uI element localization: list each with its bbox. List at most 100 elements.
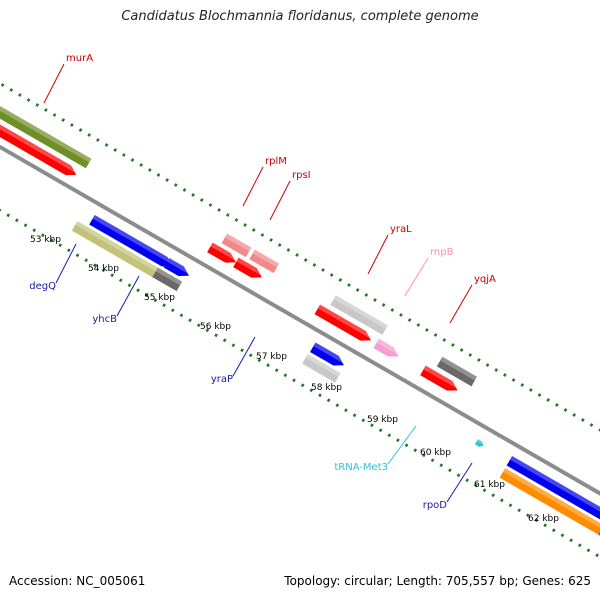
gene-feature[interactable] bbox=[89, 214, 176, 271]
gene-label-rpod[interactable]: rpoD bbox=[423, 462, 473, 511]
gene-feature[interactable] bbox=[436, 356, 477, 387]
gene-name[interactable]: rpoD bbox=[423, 500, 448, 511]
gene-feature[interactable] bbox=[0, 96, 92, 169]
gene-feature[interactable] bbox=[330, 295, 388, 335]
gene-label-trna-met3[interactable]: tRNA-Met3 bbox=[334, 425, 417, 473]
gene-feature[interactable] bbox=[314, 304, 374, 346]
gene-feature[interactable] bbox=[302, 354, 341, 383]
gene-feature-body[interactable] bbox=[330, 295, 388, 335]
track-dot bbox=[23, 223, 28, 228]
gene-feature[interactable] bbox=[221, 233, 252, 258]
track-dot bbox=[173, 183, 178, 187]
track-dot bbox=[292, 378, 296, 383]
gene-feature-body[interactable] bbox=[302, 354, 341, 383]
track-dot bbox=[240, 348, 244, 353]
track-dot bbox=[26, 98, 31, 102]
gene-feature-body[interactable] bbox=[474, 439, 485, 448]
gene-name[interactable]: degQ bbox=[29, 281, 56, 292]
track-dot bbox=[191, 193, 195, 197]
gene-feature-body[interactable] bbox=[163, 257, 192, 281]
gene-label-yral[interactable]: yraL bbox=[367, 224, 412, 275]
gene-feature-body[interactable] bbox=[373, 338, 401, 362]
track-dot bbox=[269, 238, 273, 242]
gene-leader-line bbox=[269, 180, 291, 221]
gene-label-yhcb[interactable]: yhcB bbox=[92, 275, 140, 325]
gene-name[interactable]: rnpB bbox=[430, 247, 454, 258]
gene-feature-body[interactable] bbox=[420, 365, 460, 396]
gene-feature-body[interactable] bbox=[506, 455, 600, 525]
gene-label-yqja[interactable]: yqjA bbox=[449, 274, 496, 324]
gene-feature[interactable] bbox=[420, 365, 461, 396]
track-dot bbox=[503, 373, 507, 377]
gene-feature-body[interactable] bbox=[152, 267, 183, 292]
gene-label-rnpb[interactable]: rnpB bbox=[404, 247, 454, 297]
track-dot bbox=[422, 453, 426, 458]
track-dot bbox=[130, 158, 135, 162]
gene-feature[interactable] bbox=[499, 468, 600, 538]
gene-feature-highlight bbox=[503, 468, 600, 532]
gene-feature-body[interactable] bbox=[0, 115, 79, 180]
gene-feature[interactable] bbox=[163, 257, 192, 281]
track-dot bbox=[188, 318, 192, 323]
gene-label-yrap[interactable]: yraP bbox=[211, 336, 256, 385]
track-dot bbox=[18, 93, 22, 97]
gene-feature-body[interactable] bbox=[71, 221, 163, 280]
gene-feature[interactable] bbox=[0, 115, 80, 180]
track-dot bbox=[6, 213, 11, 218]
track-dot bbox=[0, 83, 5, 87]
gene-feature-highlight bbox=[224, 233, 252, 252]
gene-feature[interactable] bbox=[310, 342, 347, 370]
track-dot bbox=[162, 303, 166, 308]
lower-dotted-track bbox=[0, 208, 599, 558]
gene-feature-highlight bbox=[0, 115, 80, 174]
track-dot bbox=[127, 283, 132, 288]
gene-feature-highlight bbox=[440, 356, 477, 381]
track-dot bbox=[326, 398, 331, 403]
gene-label-mura[interactable]: murA bbox=[43, 53, 93, 104]
track-dot bbox=[179, 313, 184, 318]
gene-feature-body[interactable] bbox=[310, 342, 347, 370]
gene-feature[interactable] bbox=[71, 221, 163, 280]
gene-label-rplm[interactable]: rplM bbox=[242, 156, 287, 207]
gene-name[interactable]: yqjA bbox=[474, 274, 496, 285]
track-dot bbox=[511, 378, 516, 382]
gene-feature-body[interactable] bbox=[0, 96, 92, 169]
gene-feature-body[interactable] bbox=[499, 468, 600, 538]
gene-feature-body[interactable] bbox=[249, 249, 280, 274]
track-dot bbox=[543, 523, 547, 528]
gene-feature[interactable] bbox=[506, 455, 600, 525]
gene-label-degq[interactable]: degQ bbox=[29, 243, 77, 292]
gene-feature-body[interactable] bbox=[233, 257, 264, 283]
gene-feature-body[interactable] bbox=[314, 304, 374, 346]
track-dot bbox=[0, 208, 2, 212]
gene-name[interactable]: yhcB bbox=[92, 314, 117, 325]
track-dot bbox=[274, 368, 279, 373]
gene-feature[interactable] bbox=[373, 338, 402, 362]
gene-feature[interactable] bbox=[152, 267, 183, 292]
track-dot bbox=[361, 418, 366, 423]
gene-name[interactable]: rplM bbox=[265, 156, 287, 167]
track-dot bbox=[396, 438, 400, 443]
gene-feature[interactable] bbox=[233, 257, 265, 283]
track-dot bbox=[217, 208, 221, 212]
gene-feature[interactable] bbox=[207, 242, 239, 268]
gene-feature-body[interactable] bbox=[221, 233, 252, 258]
gene-feature-body[interactable] bbox=[436, 356, 477, 387]
track-dot bbox=[208, 203, 213, 207]
gene-feature-highlight bbox=[0, 96, 92, 163]
track-dot bbox=[84, 258, 88, 263]
track-dot bbox=[390, 308, 395, 312]
gene-name[interactable]: rpsI bbox=[292, 170, 311, 181]
gene-label-rpsi[interactable]: rpsI bbox=[269, 170, 311, 221]
gene-name[interactable]: tRNA-Met3 bbox=[334, 462, 388, 473]
gene-feature-body[interactable] bbox=[89, 214, 175, 271]
track-dot bbox=[309, 388, 314, 393]
gene-name[interactable]: yraP bbox=[211, 374, 233, 385]
gene-feature[interactable] bbox=[249, 249, 280, 274]
gene-feature[interactable] bbox=[474, 439, 485, 448]
gene-name[interactable]: yraL bbox=[390, 224, 412, 235]
track-dot bbox=[534, 518, 539, 523]
gene-feature-body[interactable] bbox=[207, 242, 238, 268]
gene-name[interactable]: murA bbox=[66, 53, 93, 64]
